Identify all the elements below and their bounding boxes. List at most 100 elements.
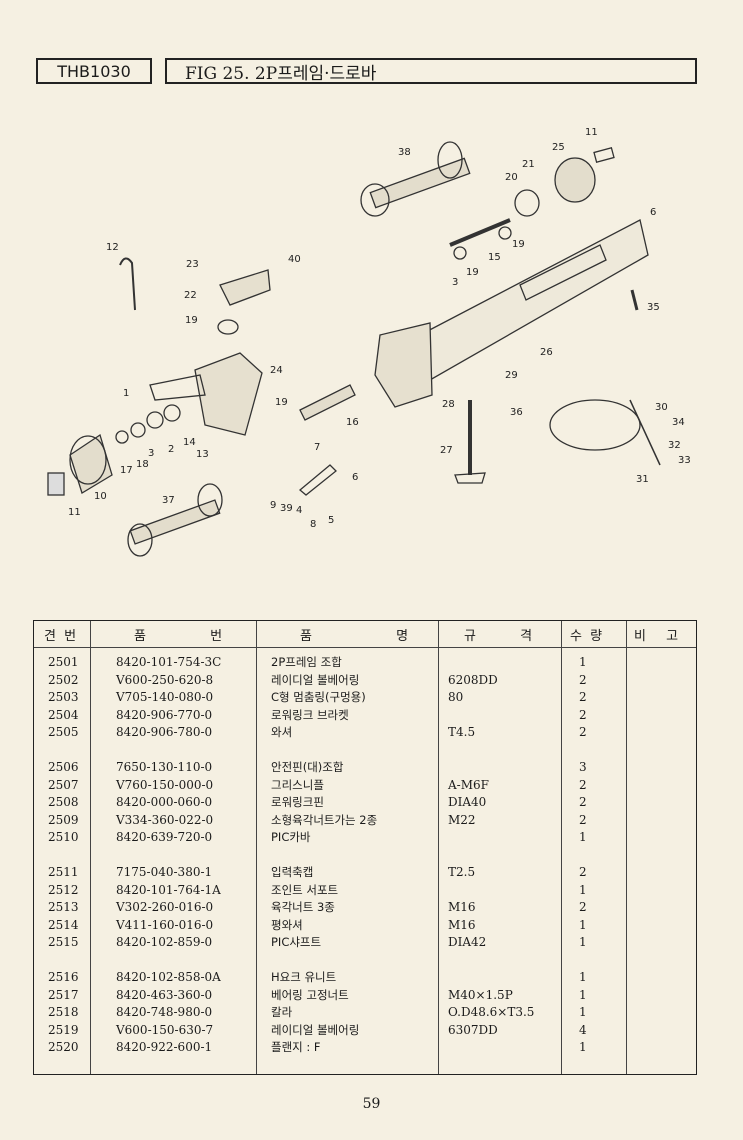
cell-part-no: V600-150-630-7 xyxy=(116,1022,214,1037)
cell-qty: 4 xyxy=(579,1022,587,1037)
cell-name: 안전핀(대)조합 xyxy=(271,760,344,774)
callout-21: 21 xyxy=(522,159,535,170)
cell-name: 칼라 xyxy=(271,1005,293,1020)
pto-frame-assembly xyxy=(194,352,263,436)
callout-13: 13 xyxy=(196,449,209,460)
cell-spec: T4.5 xyxy=(448,725,476,740)
callout-15: 15 xyxy=(488,252,501,263)
cell-spec: M22 xyxy=(448,812,476,827)
callout-36: 36 xyxy=(510,407,523,418)
callout-29: 29 xyxy=(505,370,518,381)
cell-no: 2502 xyxy=(48,672,79,687)
cell-qty: 1 xyxy=(579,917,587,932)
cell-part-no: 8420-639-720-0 xyxy=(116,830,213,845)
cell-qty: 2 xyxy=(579,672,587,687)
callout-24: 24 xyxy=(270,365,283,376)
cell-spec: M40×1.5P xyxy=(448,987,513,1002)
header-spec: 규 격 xyxy=(464,629,553,644)
callout-40: 40 xyxy=(288,254,301,265)
cell-qty: 1 xyxy=(579,882,587,897)
cell-part-no: 8420-101-754-3C xyxy=(116,655,222,669)
cell-qty: 2 xyxy=(579,777,587,792)
callout-32: 32 xyxy=(668,440,681,451)
callout-39: 39 xyxy=(280,503,293,514)
cell-no: 2511 xyxy=(48,865,79,879)
cell-part-no: V411-160-016-0 xyxy=(116,917,214,932)
cell-part-no: 8420-906-770-0 xyxy=(116,707,213,722)
cell-name: PIC카바 xyxy=(271,830,311,845)
cell-spec: M16 xyxy=(448,900,476,915)
cell-qty: 2 xyxy=(579,690,587,705)
cell-part-no: V705-140-080-0 xyxy=(116,690,214,705)
cell-spec: T2.5 xyxy=(448,865,476,879)
cell-name: 플랜지 : F xyxy=(271,1040,321,1055)
cell-name: 와셔 xyxy=(271,725,293,740)
cell-part-no: V334-360-022-0 xyxy=(116,812,214,827)
cell-qty: 2 xyxy=(579,725,587,740)
cell-spec: 6307DD xyxy=(448,1022,498,1037)
cell-qty: 1 xyxy=(579,935,587,950)
frame-bracket xyxy=(374,322,433,408)
cell-name: 육각너트 3종 xyxy=(271,900,335,915)
cell-part-no: 8420-922-600-1 xyxy=(116,1040,213,1055)
cell-name: 베어링 고정너트 xyxy=(271,987,349,1002)
cell-no: 2501 xyxy=(48,655,79,669)
callout-5: 5 xyxy=(328,515,334,526)
callout-7: 7 xyxy=(314,442,320,453)
cell-spec: 80 xyxy=(448,690,464,705)
cell-part-no: 8420-102-859-0 xyxy=(116,935,213,950)
cell-name: 평와셔 xyxy=(271,917,303,932)
callout-33: 33 xyxy=(678,455,691,466)
figure-title: FIG 25. 2P프레임·드로바 xyxy=(185,63,377,84)
cell-qty: 1 xyxy=(579,970,587,984)
pto-shaft-bottom xyxy=(127,483,223,557)
header-no: 견 번 xyxy=(44,629,79,644)
callout-28: 28 xyxy=(442,399,455,410)
cell-name: C형 멈춤링(구멍용) xyxy=(271,690,366,705)
cell-name: 그리스니플 xyxy=(271,777,324,792)
callout-11: 11 xyxy=(585,127,598,138)
callout-2: 2 xyxy=(168,444,174,455)
cell-qty: 2 xyxy=(579,795,587,810)
cell-spec: O.D48.6×T3.5 xyxy=(448,1005,535,1020)
callout-6: 6 xyxy=(650,207,656,218)
cell-no: 2515 xyxy=(48,935,79,950)
cell-name: H요크 유니트 xyxy=(271,970,337,984)
pto-shaft-top xyxy=(360,141,471,217)
callout-27: 27 xyxy=(440,445,453,456)
callout-35: 35 xyxy=(647,302,660,313)
cell-name: 로워링크핀 xyxy=(271,795,324,810)
callout-19: 19 xyxy=(466,267,479,278)
callout-25: 25 xyxy=(552,142,565,153)
callout-22: 22 xyxy=(184,290,197,301)
cell-part-no: V760-150-000-0 xyxy=(116,777,214,792)
callout-19: 19 xyxy=(275,397,288,408)
callout-17: 17 xyxy=(120,465,133,476)
figure-title-box: FIG 25. 2P프레임·드로바 xyxy=(165,58,697,84)
cell-part-no: 8420-906-780-0 xyxy=(116,725,213,740)
cell-no: 2510 xyxy=(48,830,79,845)
cell-no: 2508 xyxy=(48,795,79,810)
cell-part-no: 8420-748-980-0 xyxy=(116,1005,213,1020)
cell-no: 2519 xyxy=(48,1022,79,1037)
cell-no: 2504 xyxy=(48,707,79,722)
cell-qty: 2 xyxy=(579,707,587,722)
cell-name: 레이디얼 볼베어링 xyxy=(271,672,360,687)
cell-part-no: 8420-102-858-0A xyxy=(116,970,221,984)
callout-30: 30 xyxy=(655,402,668,413)
header-qty: 수 량 xyxy=(570,629,605,644)
callout-18: 18 xyxy=(136,459,149,470)
callout-4: 4 xyxy=(296,505,302,516)
callout-10: 10 xyxy=(94,491,107,502)
cell-spec: DIA42 xyxy=(448,935,487,950)
